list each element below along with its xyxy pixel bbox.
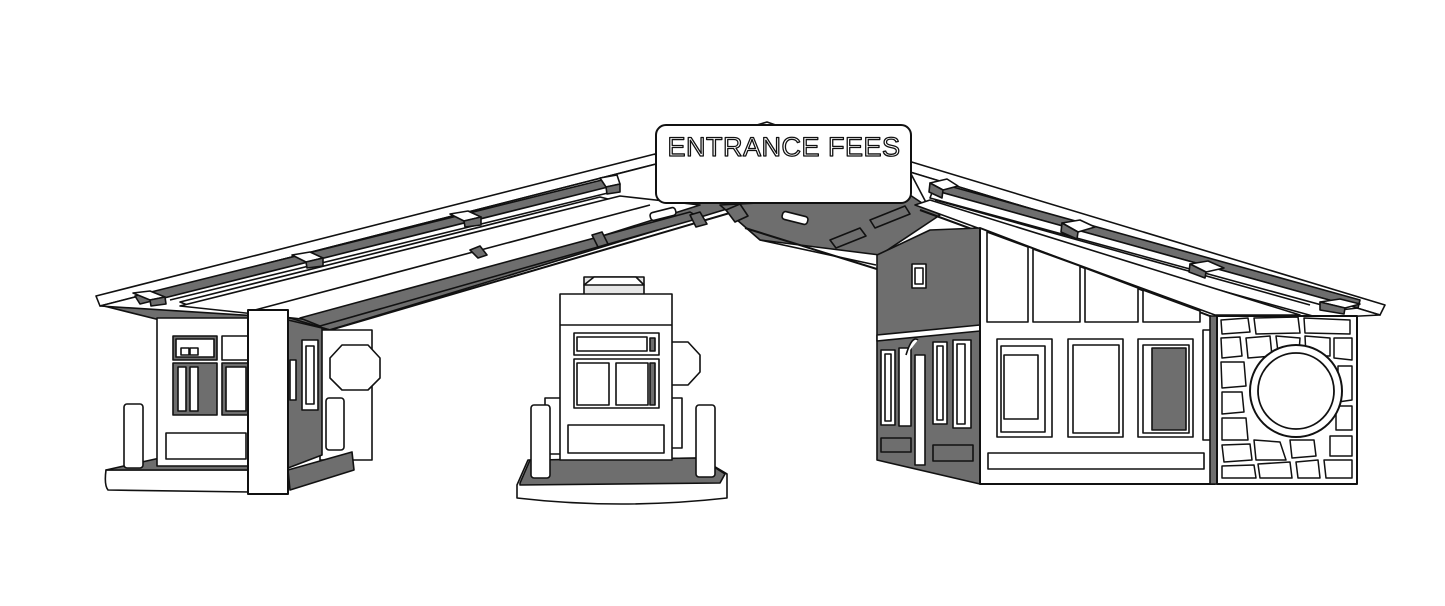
sign-text: ENTRANCE FEES bbox=[667, 132, 900, 162]
canopy-roof-left bbox=[95, 153, 741, 331]
left-toll-booth bbox=[104, 309, 381, 495]
right-office-building bbox=[876, 227, 1216, 485]
octagon-sign-left bbox=[329, 344, 381, 391]
bollard bbox=[530, 404, 551, 479]
bollard bbox=[325, 397, 345, 451]
bollard bbox=[695, 404, 716, 478]
bollard bbox=[123, 403, 144, 469]
center-toll-booth bbox=[516, 276, 728, 505]
canopy-roof-right bbox=[719, 121, 1386, 319]
entrance-fees-sign: ENTRANCE FEES bbox=[655, 124, 912, 204]
stone-wall-with-round-window bbox=[1209, 315, 1358, 485]
